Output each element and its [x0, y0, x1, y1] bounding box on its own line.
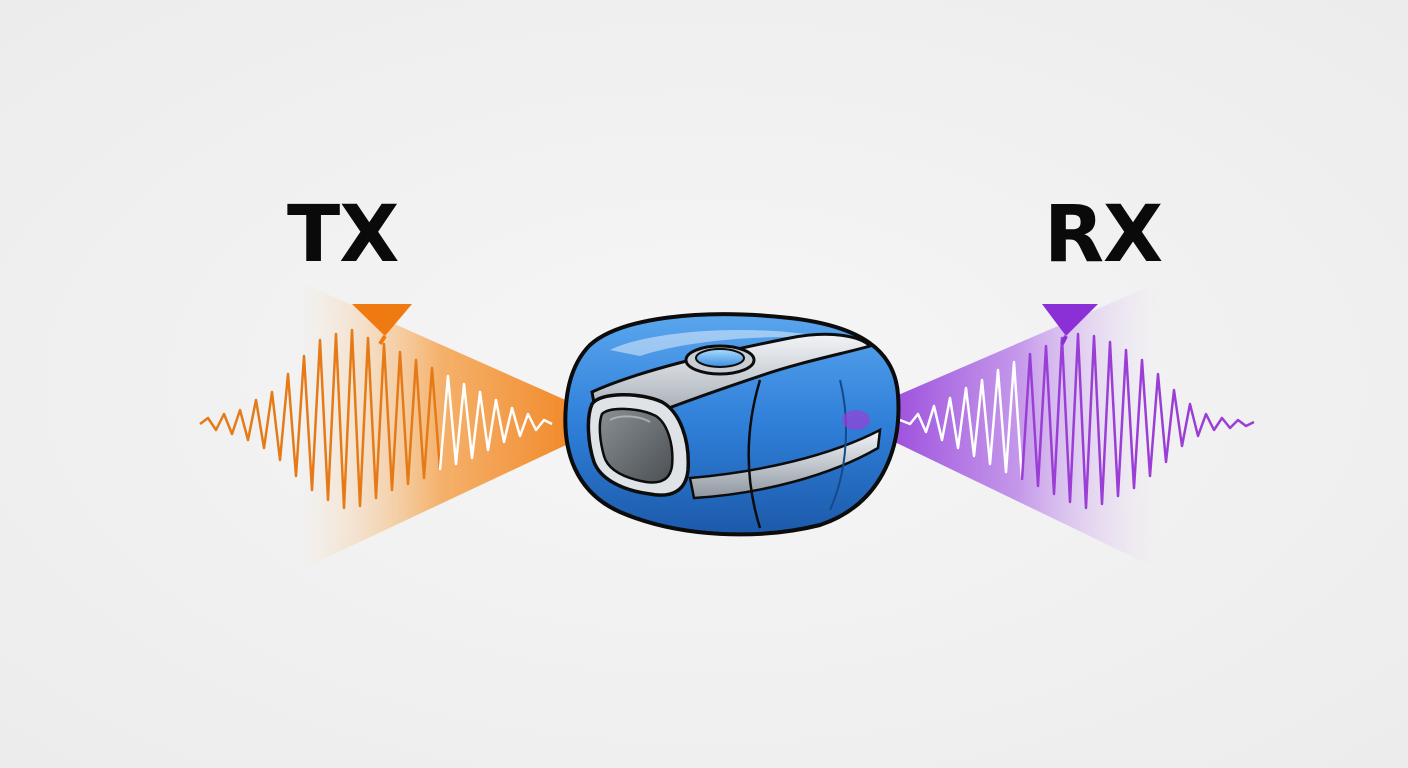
rx-waveform-highlight: [899, 360, 1024, 481]
transceiver-device-icon: [563, 312, 901, 537]
tx-beam: [300, 282, 615, 570]
rx-arrow-icon: [1042, 304, 1098, 336]
rx-arrow-stem: [1060, 335, 1068, 345]
tx-waveform: [199, 328, 442, 510]
rx-label: RX: [1044, 190, 1163, 280]
tx-label: TX: [287, 190, 399, 280]
tx-waveform-highlight: [438, 374, 553, 471]
tx-arrow-stem: [378, 334, 387, 346]
rx-waveform: [1020, 332, 1255, 510]
tx-arrow-icon: [352, 304, 412, 336]
